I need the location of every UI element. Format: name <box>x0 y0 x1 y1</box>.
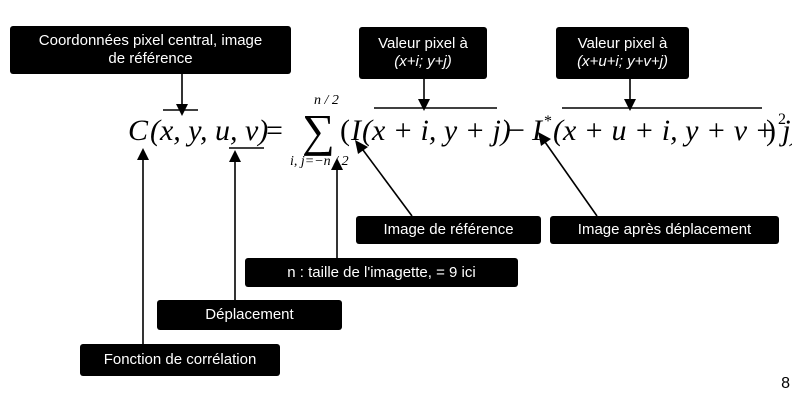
formula-c-args: (x, y, u, v) <box>150 114 268 147</box>
displacement-box: Déplacement <box>157 300 342 330</box>
formula-c: C <box>128 114 149 147</box>
formula-open-paren: ( <box>340 114 350 147</box>
arrow-patch-size-head <box>331 158 343 170</box>
arrow-correlation-head <box>137 148 149 160</box>
arrow-value-shift-head <box>624 99 636 111</box>
formula-sigma: ∑ <box>302 105 335 156</box>
formula-exponent: 2 <box>778 111 786 128</box>
value-xy-box: Valeur pixel à (x+i; y+j) <box>359 27 487 79</box>
coords-center-line2: de référence <box>108 50 193 67</box>
patch-size-box: n : taille de l'imagette, = 9 ici <box>245 258 518 287</box>
value-shift-line1: Valeur pixel à <box>577 35 668 52</box>
coords-center-box: Coordonnées pixel central, image de réfé… <box>10 26 291 74</box>
arrow-ref-image <box>362 149 413 217</box>
value-xy-line1: Valeur pixel à <box>378 35 468 52</box>
arrow-shifted-image-head <box>538 132 551 146</box>
correlation-fn-box: Fonction de corrélation <box>80 344 280 376</box>
value-shift-line2: (x+u+i; y+v+j) <box>577 53 668 70</box>
formula: C (x, y, u, v) = ∑ n / 2 i, j=−n / 2 ( I… <box>128 93 792 169</box>
value-shift-box: Valeur pixel à (x+u+i; y+v+j) <box>556 27 689 79</box>
formula-equals: = <box>266 114 283 147</box>
shifted-image-label: Image après déplacement <box>577 221 752 238</box>
patch-size-label: n : taille de l'imagette, = 9 ici <box>287 263 476 281</box>
value-xy-line2: (x+i; y+j) <box>394 53 452 70</box>
displacement-label: Déplacement <box>205 306 294 323</box>
correlation-fn-label: Fonction de corrélation <box>103 351 257 368</box>
coords-center-line1: Coordonnées pixel central, image <box>38 32 263 49</box>
arrows <box>137 74 636 344</box>
formula-star: * <box>544 113 552 130</box>
formula-i: I <box>350 114 363 147</box>
arrow-displacement-head <box>229 150 241 162</box>
formula-minus: − <box>508 114 525 147</box>
arrow-shifted-image <box>544 141 598 217</box>
ref-image-label: Image de référence <box>383 221 514 238</box>
formula-upper-limit: n / 2 <box>314 93 339 108</box>
shifted-image-box: Image après déplacement <box>550 216 779 244</box>
arrow-coords-head <box>176 104 188 116</box>
formula-i-args: (x + i, y + j) <box>362 114 511 147</box>
arrow-value-xy-head <box>418 99 430 111</box>
arrow-ref-image-head <box>355 140 368 154</box>
formula-i-star-args: (x + u + i, y + v + j) <box>553 114 792 147</box>
ref-image-box: Image de référence <box>356 216 541 244</box>
formula-close-paren: ) <box>766 114 776 147</box>
page-number: 8 <box>781 375 790 392</box>
